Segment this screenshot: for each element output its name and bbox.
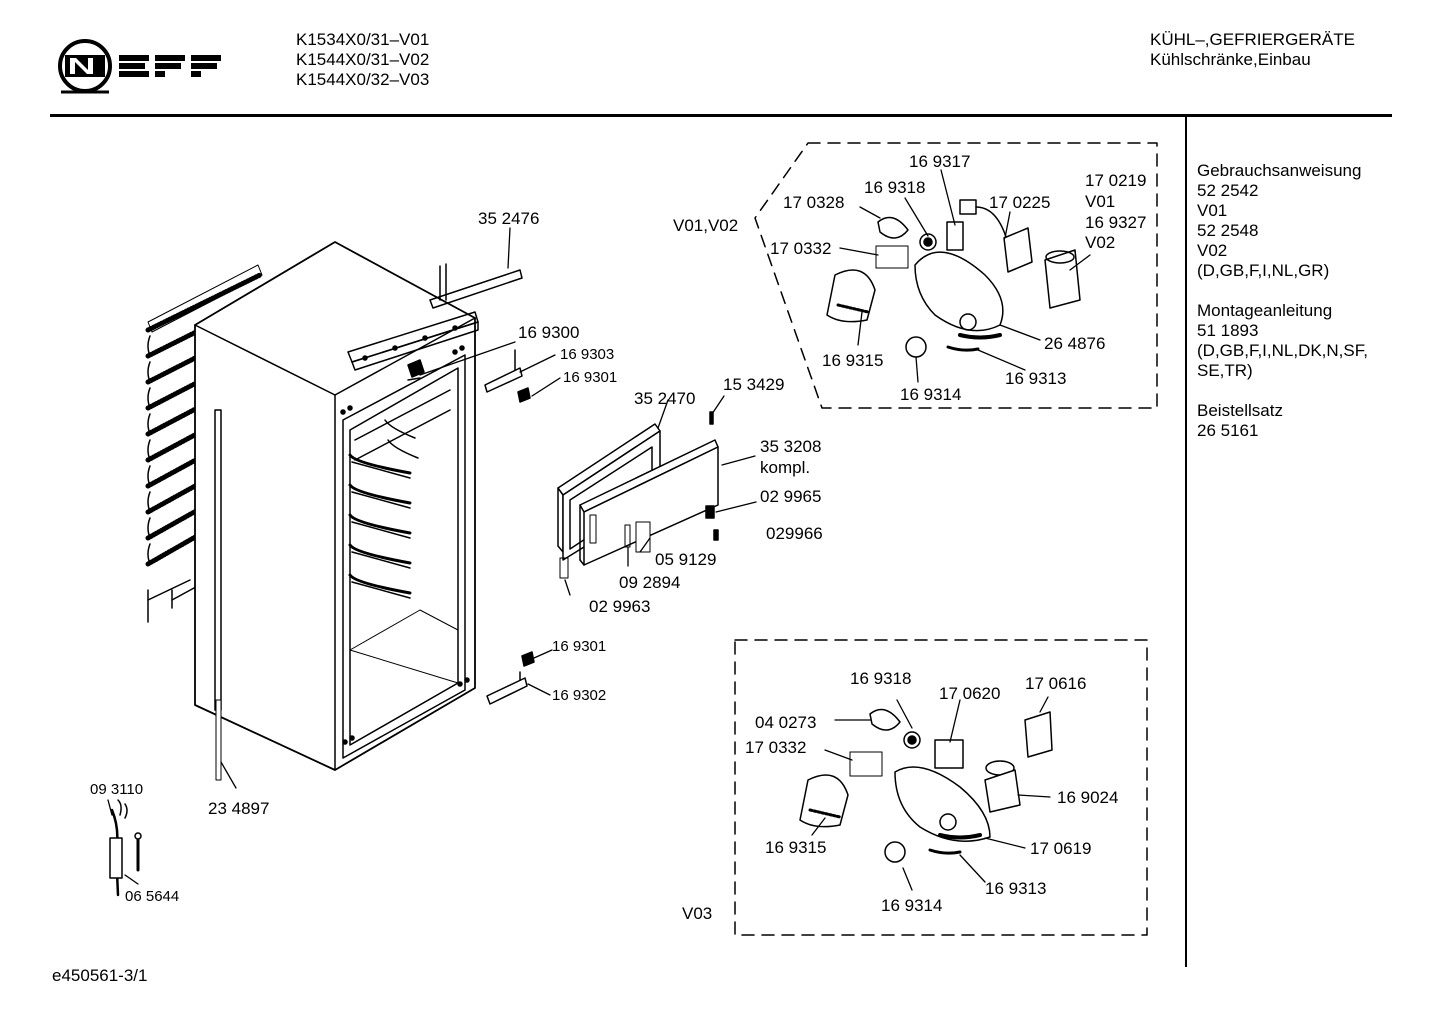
part-label: 16 9313 bbox=[1005, 369, 1066, 388]
part-label: 16 9315 bbox=[822, 351, 883, 370]
part-label: 16 9315 bbox=[765, 838, 826, 857]
accessory-kit-block: Beistellsatz 26 5161 bbox=[1197, 401, 1387, 441]
model-list: K1534X0/31–V01 K1544X0/31–V02 K1544X0/32… bbox=[296, 30, 429, 90]
part-label: 17 0332 bbox=[745, 738, 806, 757]
part-label: 16 9302 bbox=[552, 687, 606, 704]
freezer-door-assembly bbox=[557, 411, 719, 579]
block-line: V02 bbox=[1197, 241, 1228, 260]
block-title: Montageanleitung bbox=[1197, 301, 1333, 320]
part-label: kompl. bbox=[760, 458, 810, 477]
part-label: 16 9303 bbox=[560, 346, 614, 363]
block-line: (D,GB,F,I,NL,GR) bbox=[1197, 261, 1330, 280]
part-label: 16 9317 bbox=[909, 152, 970, 171]
part-label: 17 0620 bbox=[939, 684, 1000, 703]
v01-v02-light-box bbox=[754, 142, 1158, 409]
part-label: V01 bbox=[1085, 192, 1115, 211]
part-label: 17 0225 bbox=[989, 193, 1050, 212]
part-label: 16 9318 bbox=[864, 178, 925, 197]
part-label: 35 2470 bbox=[634, 389, 695, 408]
block-line: 26 5161 bbox=[1197, 421, 1259, 440]
model-number: K1544X0/32–V03 bbox=[296, 70, 430, 89]
block-line: 52 2548 bbox=[1197, 221, 1259, 240]
model-number: K1544X0/31–V02 bbox=[296, 50, 430, 69]
model-number: K1534X0/31–V01 bbox=[296, 30, 430, 49]
part-label: 15 3429 bbox=[723, 375, 784, 394]
drawing-code: e450561-3/1 bbox=[52, 966, 148, 985]
documentation-sidebar: Gebrauchsanweisung 52 2542 V01 52 2548 V… bbox=[1197, 161, 1387, 461]
variant-tag: V03 bbox=[682, 904, 712, 923]
part-label: 02 9963 bbox=[589, 597, 650, 616]
part-label: 23 4897 bbox=[208, 799, 269, 818]
part-label: 029966 bbox=[766, 524, 823, 543]
category-line: KÜHL–,GEFRIERGERÄTE bbox=[1150, 30, 1355, 49]
thermostat-capillary bbox=[109, 799, 142, 897]
part-label: 16 9313 bbox=[985, 879, 1046, 898]
part-label: 16 9024 bbox=[1057, 788, 1118, 807]
neff-logo-mark bbox=[58, 39, 221, 94]
part-labels: 35 2476 16 9300 16 9303 16 9301 15 3429 … bbox=[90, 152, 1146, 923]
sidebar-divider bbox=[1185, 117, 1187, 967]
part-label: 17 0332 bbox=[770, 239, 831, 258]
block-line: SE,TR) bbox=[1197, 361, 1253, 380]
block-title: Gebrauchsanweisung bbox=[1197, 161, 1362, 180]
exploded-parts-diagram: 35 2476 16 9300 16 9303 16 9301 15 3429 … bbox=[90, 142, 1158, 936]
light-assembly-v01-v02 bbox=[826, 199, 1081, 358]
v03-light-box bbox=[734, 639, 1148, 936]
part-label: 26 4876 bbox=[1044, 334, 1105, 353]
block-line: 52 2542 bbox=[1197, 181, 1259, 200]
block-line: 51 1893 bbox=[1197, 321, 1259, 340]
part-label: 09 3110 bbox=[90, 781, 143, 798]
variant-tag: V01,V02 bbox=[673, 216, 738, 235]
part-label: 16 9327 bbox=[1085, 213, 1146, 232]
part-label: 16 9300 bbox=[518, 323, 579, 342]
installation-manual-block: Montageanleitung 51 1893 (D,GB,F,I,NL,DK… bbox=[1197, 301, 1387, 381]
header-rule bbox=[50, 114, 1392, 117]
part-label: 04 0273 bbox=[755, 713, 816, 732]
part-label: 17 0619 bbox=[1030, 839, 1091, 858]
product-category: KÜHL–,GEFRIERGERÄTE Kühlschränke,Einbau bbox=[1150, 30, 1355, 70]
part-label: 17 0219 bbox=[1085, 171, 1146, 190]
part-label: 16 9318 bbox=[850, 669, 911, 688]
category-subline: Kühlschränke,Einbau bbox=[1150, 50, 1311, 69]
part-label: 35 3208 bbox=[760, 437, 821, 456]
part-label: 02 9965 bbox=[760, 487, 821, 506]
part-label: 35 2476 bbox=[478, 209, 539, 228]
block-title: Beistellsatz bbox=[1197, 401, 1283, 420]
leader-lines bbox=[107, 169, 1091, 891]
part-label: 05 9129 bbox=[655, 550, 716, 569]
part-label: 06 5644 bbox=[125, 888, 179, 905]
user-manual-block: Gebrauchsanweisung 52 2542 V01 52 2548 V… bbox=[1197, 161, 1387, 281]
part-label: 16 9314 bbox=[881, 896, 942, 915]
part-label: 16 9301 bbox=[563, 369, 617, 386]
block-line: (D,GB,F,I,NL,DK,N,SF, bbox=[1197, 341, 1368, 360]
part-label: 17 0616 bbox=[1025, 674, 1086, 693]
part-label: V02 bbox=[1085, 233, 1115, 252]
top-cover-bracket bbox=[347, 263, 523, 381]
light-assembly-v03 bbox=[799, 708, 1053, 863]
part-label: 16 9301 bbox=[552, 638, 606, 655]
part-label: 09 2894 bbox=[619, 573, 680, 592]
block-line: V01 bbox=[1197, 201, 1228, 220]
part-label: 17 0328 bbox=[783, 193, 844, 212]
neff-logo bbox=[55, 38, 225, 96]
hinge-parts bbox=[484, 349, 535, 705]
cabinet-body bbox=[194, 241, 476, 781]
part-label: 16 9314 bbox=[900, 385, 961, 404]
